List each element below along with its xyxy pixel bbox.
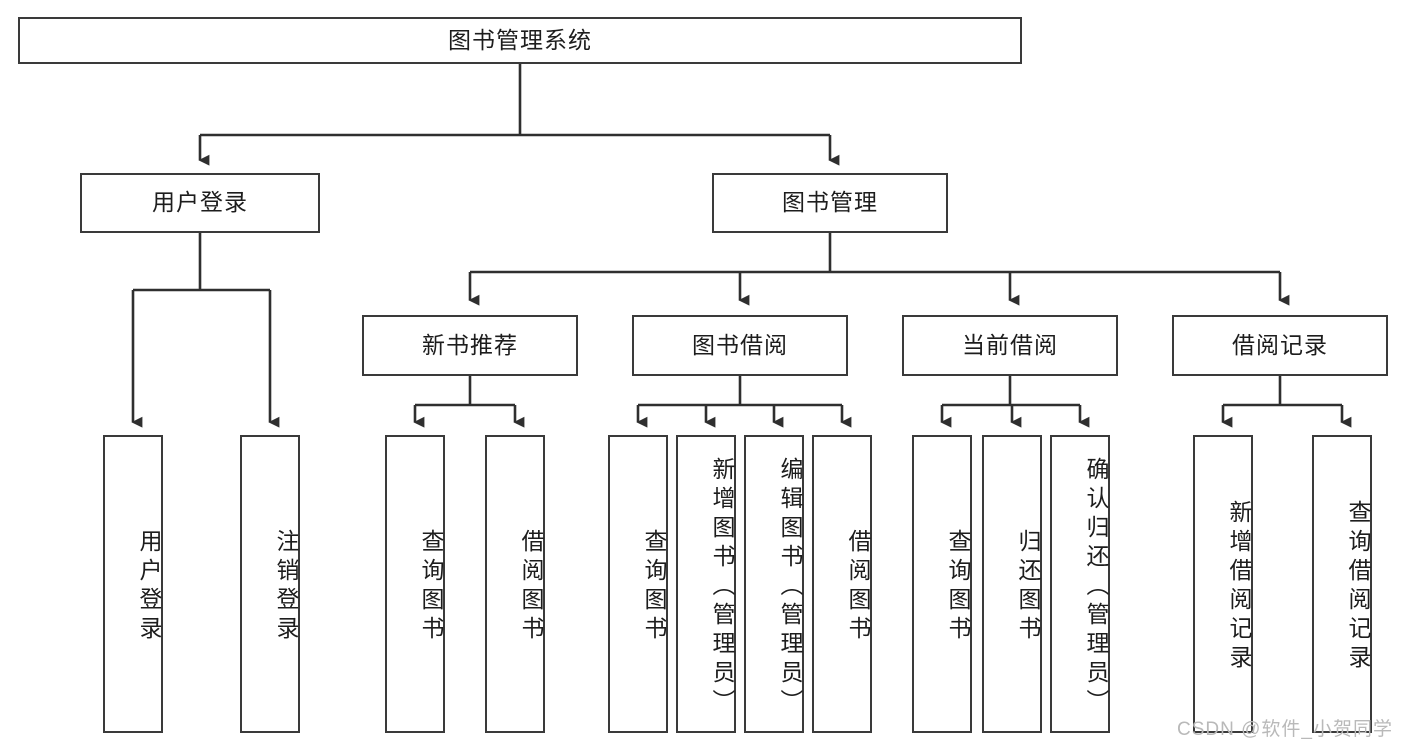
node-label: 查询图书 [418, 529, 444, 645]
leaf-book-borrow-edit-admin[interactable]: 编辑图书（管理员） [744, 435, 804, 733]
node-current-borrow[interactable]: 当前借阅 [902, 315, 1118, 376]
leaf-user-login-login[interactable]: 用户登录 [103, 435, 163, 733]
node-label: 新增借阅记录 [1226, 500, 1252, 674]
node-label: 确认归还（管理员） [1083, 456, 1109, 718]
node-label: 用户登录 [136, 529, 162, 645]
leaf-new-book-query[interactable]: 查询图书 [385, 435, 445, 733]
leaf-borrow-record-add[interactable]: 新增借阅记录 [1193, 435, 1253, 733]
node-book-borrow[interactable]: 图书借阅 [632, 315, 848, 376]
node-label: 查询图书 [945, 529, 971, 645]
leaf-current-borrow-return[interactable]: 归还图书 [982, 435, 1042, 733]
node-borrow-record[interactable]: 借阅记录 [1172, 315, 1388, 376]
node-label: 查询图书 [641, 529, 667, 645]
node-label: 归还图书 [1015, 529, 1041, 645]
node-label: 当前借阅 [962, 331, 1058, 358]
node-new-book-recommend[interactable]: 新书推荐 [362, 315, 578, 376]
node-label: 用户登录 [152, 189, 248, 216]
leaf-borrow-record-query[interactable]: 查询借阅记录 [1312, 435, 1372, 733]
node-label: 新书推荐 [422, 331, 518, 358]
leaf-book-borrow-query[interactable]: 查询图书 [608, 435, 668, 733]
node-label: 图书管理 [782, 189, 878, 216]
node-root-book-management-system[interactable]: 图书管理系统 [18, 17, 1022, 64]
node-book-management[interactable]: 图书管理 [712, 173, 948, 233]
leaf-current-borrow-query[interactable]: 查询图书 [912, 435, 972, 733]
leaf-user-login-logout[interactable]: 注销登录 [240, 435, 300, 733]
node-label: 借阅图书 [845, 529, 871, 645]
node-label: 图书借阅 [692, 331, 788, 358]
node-label: 借阅记录 [1232, 331, 1328, 358]
node-user-login[interactable]: 用户登录 [80, 173, 320, 233]
node-label: 查询借阅记录 [1345, 500, 1371, 674]
node-label: 新增图书（管理员） [709, 456, 735, 718]
leaf-current-borrow-confirm-admin[interactable]: 确认归还（管理员） [1050, 435, 1110, 733]
leaf-new-book-borrow[interactable]: 借阅图书 [485, 435, 545, 733]
leaf-book-borrow-borrow[interactable]: 借阅图书 [812, 435, 872, 733]
node-label: 注销登录 [273, 529, 299, 645]
leaf-book-borrow-add-admin[interactable]: 新增图书（管理员） [676, 435, 736, 733]
node-label: 图书管理系统 [448, 26, 592, 53]
node-label: 借阅图书 [518, 529, 544, 645]
node-label: 编辑图书（管理员） [777, 456, 803, 718]
